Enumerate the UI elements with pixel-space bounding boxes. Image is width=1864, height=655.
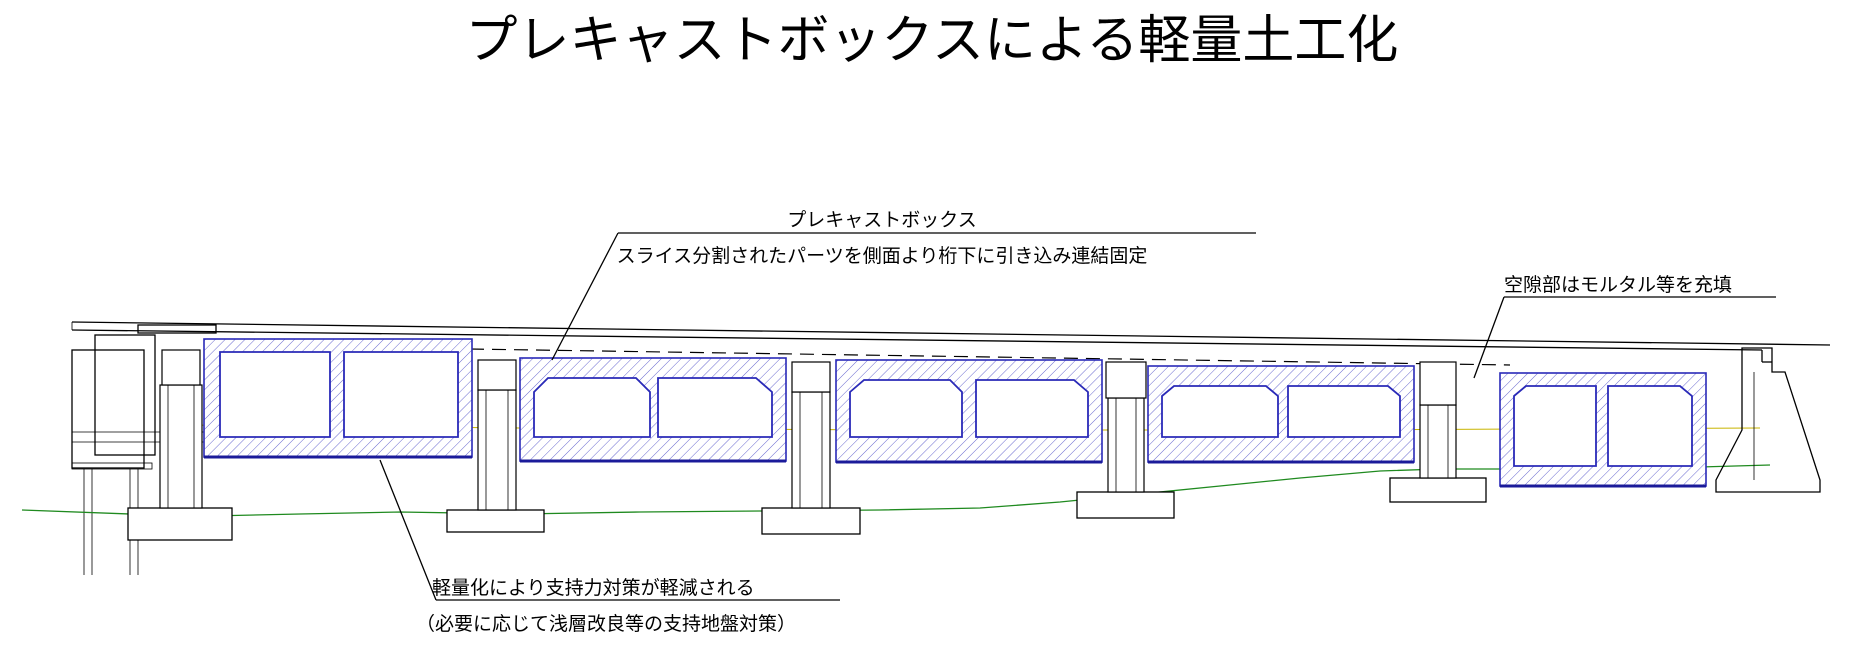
girder-underside-dashed [469, 348, 1511, 366]
pier-2 [446, 359, 545, 533]
pier-5 [1389, 361, 1487, 503]
diagram-title: プレキャストボックスによる軽量土工化 [466, 11, 1399, 71]
label-void-fill: 空隙部はモルタル等を充填 [1504, 274, 1732, 296]
precast-box-5 [1499, 372, 1707, 488]
precast-box-3 [835, 359, 1103, 464]
precast-box-1 [203, 338, 473, 459]
callout-lightweight: 軽量化により支持力対策が軽減される （必要に応じて浅層改良等の支持地盤対策） [379, 459, 840, 635]
bridge-deck [71, 321, 1831, 363]
precast-box-2 [519, 357, 787, 463]
callout-precast-box: プレキャストボックス スライス分割されたパーツを側面より桁下に引き込み連結固定 [551, 209, 1256, 361]
label-precast-box: プレキャストボックス [787, 209, 976, 231]
label-precast-box-desc: スライス分割されたパーツを側面より桁下に引き込み連結固定 [617, 245, 1148, 267]
pier-1 [127, 349, 233, 541]
label-lightweight-note: （必要に応じて浅層改良等の支持地盤対策） [416, 613, 796, 635]
callout-void-fill: 空隙部はモルタル等を充填 [1473, 274, 1776, 379]
pier-3 [761, 361, 861, 535]
precast-box-4 [1147, 365, 1415, 464]
right-abutment [1715, 347, 1821, 493]
label-lightweight: 軽量化により支持力対策が軽減される [432, 577, 755, 599]
pier-4 [1076, 361, 1175, 519]
